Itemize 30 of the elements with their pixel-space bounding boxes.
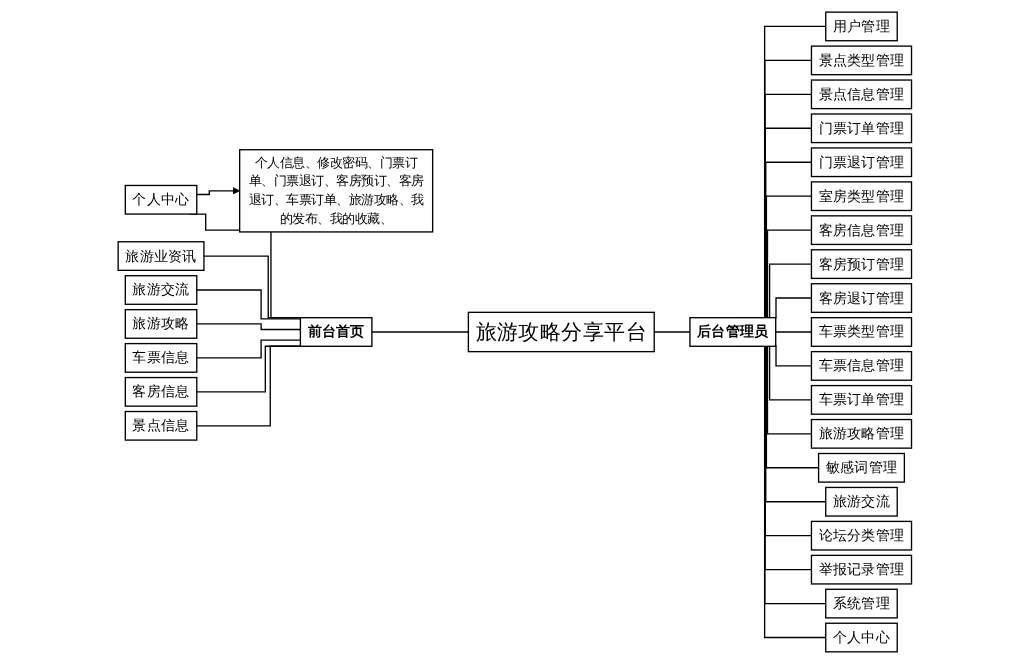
node-box: 景点类型管理: [810, 45, 913, 76]
node-box: 旅游攻略: [124, 309, 198, 339]
node-box: 客房预订管理: [810, 249, 913, 280]
node-box: 车票信息管理: [810, 350, 913, 381]
node-box: 旅游交流: [124, 275, 198, 305]
node-box: 敏感词管理: [818, 452, 906, 483]
node-box: 系统管理: [825, 588, 899, 619]
node-box: 客房信息: [124, 376, 198, 407]
node-box: 景点信息管理: [810, 79, 913, 110]
node-box: 车票信息: [124, 342, 198, 373]
node-box: 旅游攻略分享平台: [467, 311, 656, 353]
node-box: 个人中心: [124, 184, 198, 215]
node-box: 车票订单管理: [810, 384, 913, 415]
node-box: 论坛分类管理: [810, 520, 913, 551]
node-box: 旅游业资讯: [117, 241, 205, 272]
node-box: 旅游攻略管理: [810, 418, 913, 449]
node-box: 个人中心: [825, 622, 899, 653]
node-box: 客房信息管理: [810, 215, 913, 246]
node-box: 门票退订管理: [810, 147, 913, 178]
node-box: 景点信息: [124, 410, 198, 441]
node-box: 车票类型管理: [810, 317, 913, 347]
node-box: 客房退订管理: [810, 283, 913, 313]
node-box: 个人信息、修改密码、门票订单、门票退订、客房预订、客房退订、车票订单、旅游攻略、我的发布、我的收藏、: [239, 149, 434, 233]
node-box: 室房类型管理: [810, 181, 913, 212]
node-box: 前台首页: [299, 317, 373, 347]
node-box: 旅游交流: [825, 486, 899, 517]
node-box: 后台管理员: [689, 317, 777, 347]
node-box: 门票订单管理: [810, 113, 913, 144]
node-box: 举报记录管理: [810, 554, 913, 585]
node-box: 用户管理: [825, 11, 899, 42]
